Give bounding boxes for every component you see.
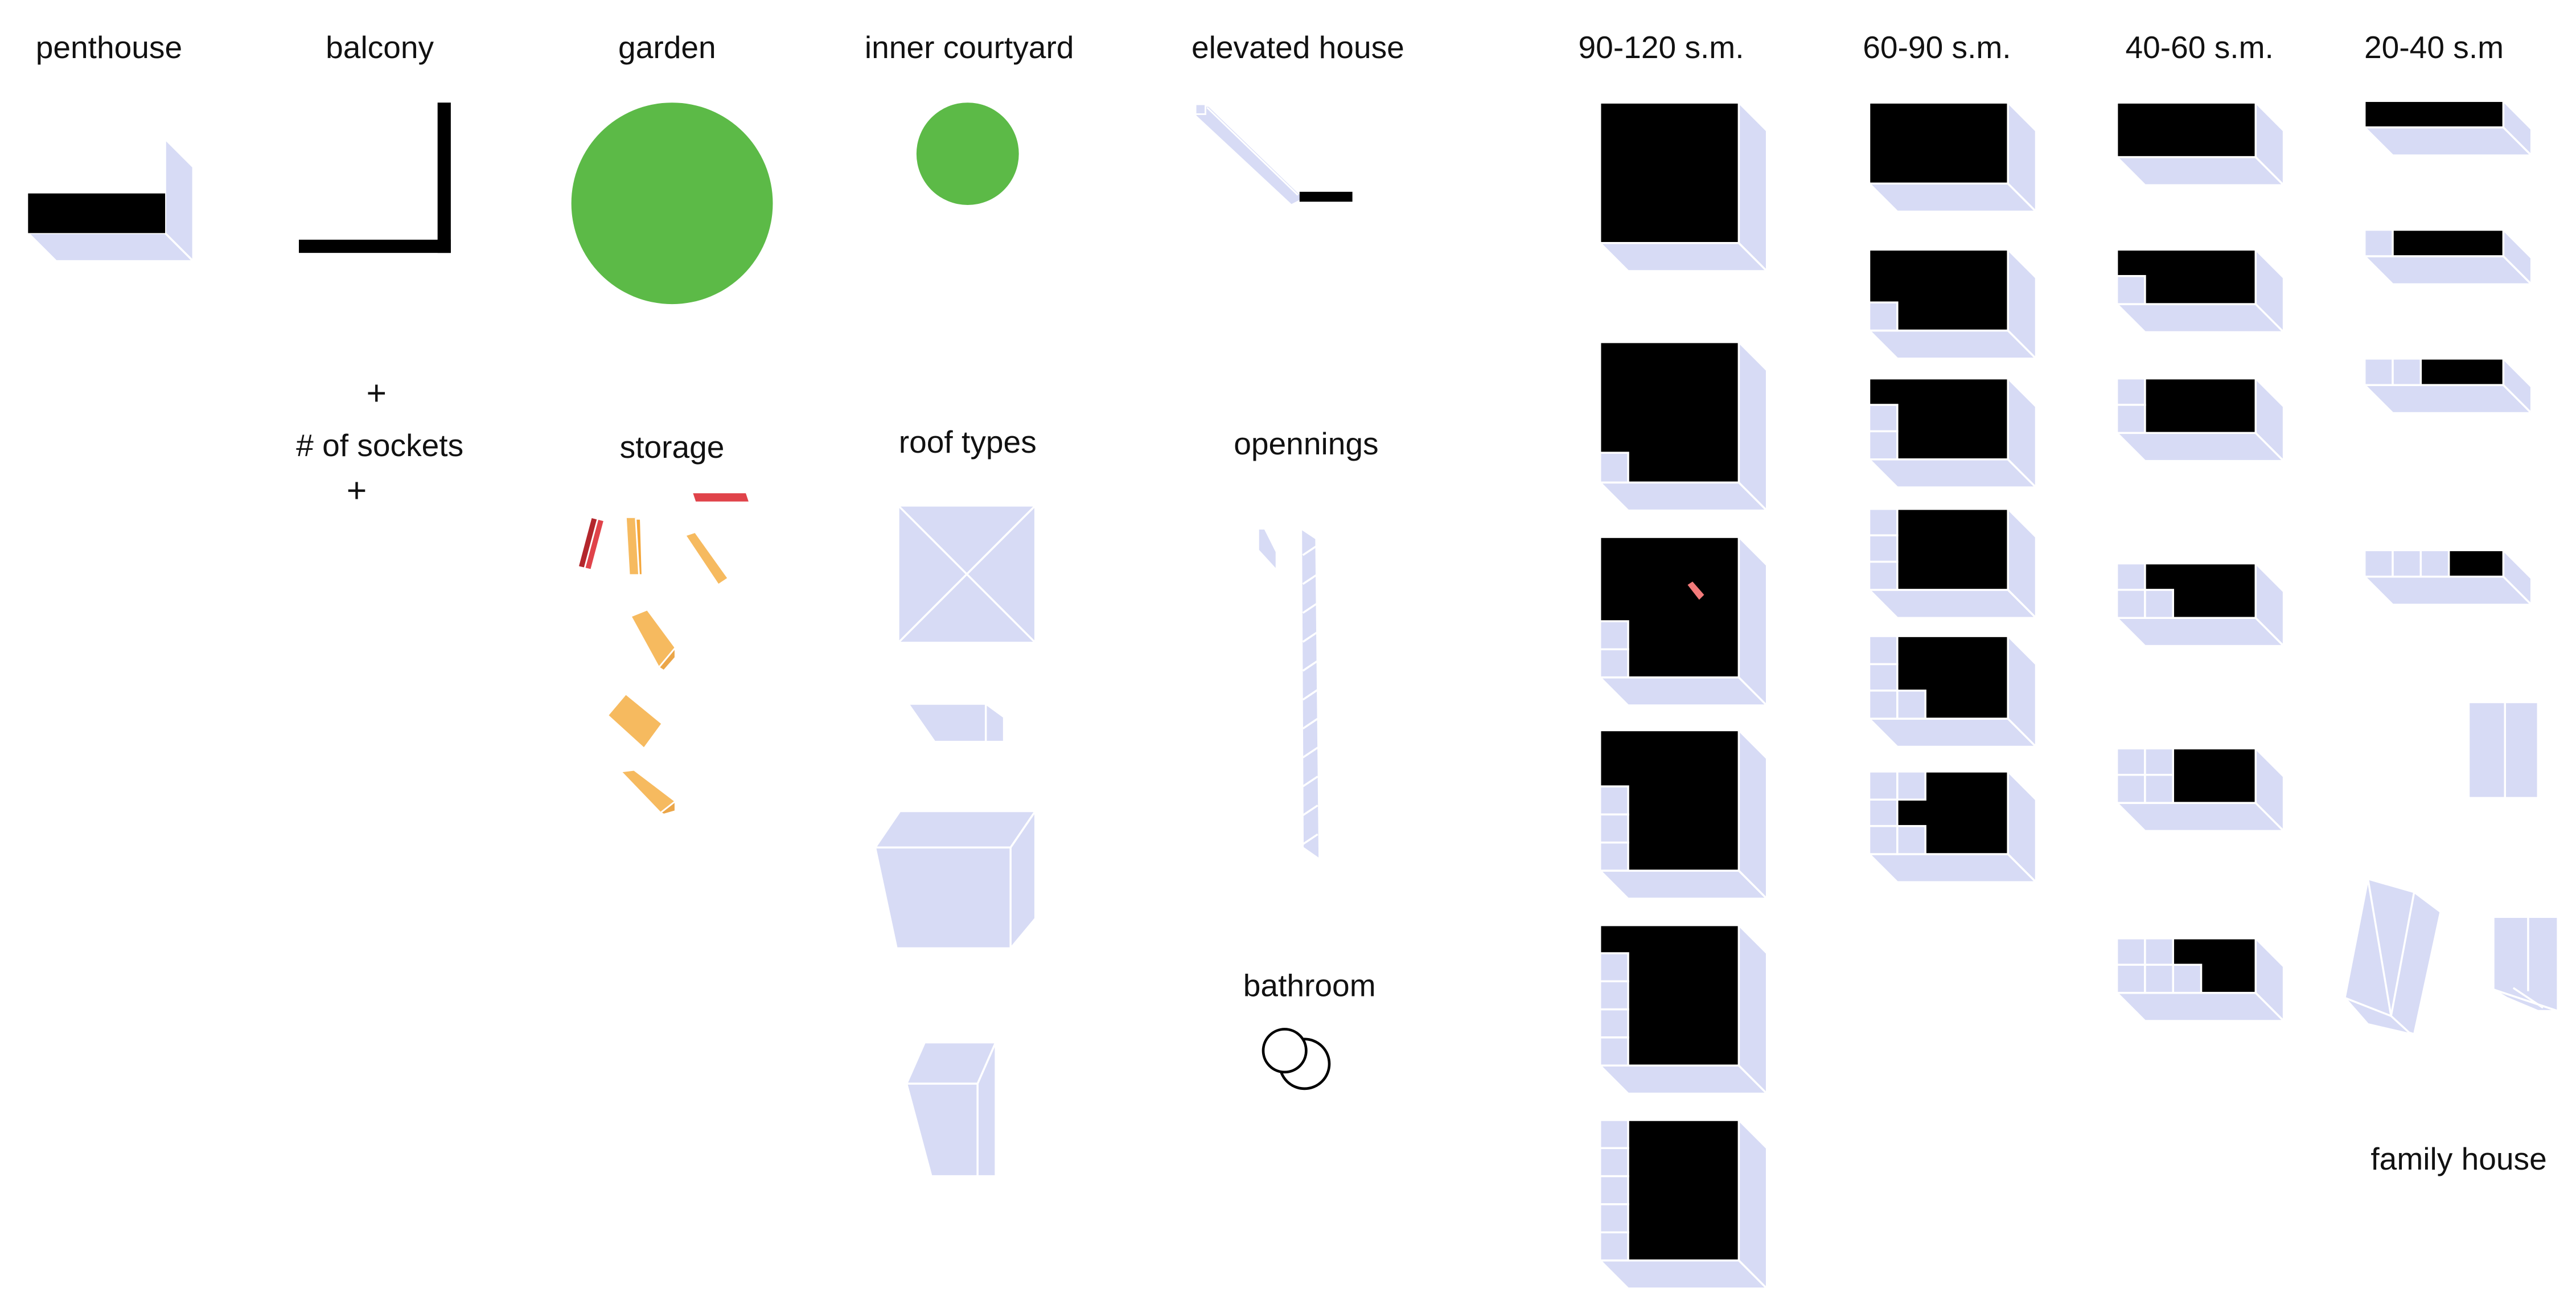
- unit-90-120-c: [1597, 534, 1769, 708]
- label-size-40-60: 40-60 s.m.: [2125, 30, 2273, 65]
- label-plus-bottom: +: [347, 471, 367, 510]
- label-openings: opennings: [1234, 426, 1378, 461]
- unit-40-60-d: [2114, 561, 2286, 649]
- opening-tick: [1302, 602, 1318, 614]
- unit-60-90-b: [1867, 247, 2039, 361]
- label-penthouse: penthouse: [36, 30, 182, 65]
- opening-tick: [1302, 573, 1318, 585]
- label-size-90-120: 90-120 s.m.: [1579, 30, 1744, 65]
- opening-tick: [1302, 804, 1318, 817]
- opening-strip-icons: [1257, 527, 1321, 861]
- opening-tick: [1302, 544, 1318, 556]
- labels: penthouse balcony garden inner courtyard…: [36, 30, 2547, 1176]
- unit-90-120-a: [1597, 100, 1769, 274]
- opening-tick: [1302, 747, 1318, 758]
- unit-90-120-f: [1597, 1117, 1769, 1291]
- label-roof-types: roof types: [899, 424, 1037, 460]
- opening-tick: [1302, 833, 1318, 846]
- unit-60-90-d: [1867, 506, 2039, 621]
- unit-60-90-f: [1867, 769, 2039, 885]
- label-garden: garden: [618, 30, 716, 65]
- unit-90-120-d: [1597, 728, 1769, 901]
- unit-20-40-c: [2362, 356, 2534, 416]
- label-plus-top: +: [367, 374, 387, 412]
- label-storage: storage: [620, 429, 725, 465]
- label-family-house: family house: [2370, 1141, 2546, 1176]
- opening-tick: [1302, 776, 1318, 787]
- family-house-icons: [2344, 701, 2559, 1036]
- bathroom-fixture-icon: [1262, 1028, 1331, 1090]
- unit-40-60-b: [2114, 247, 2286, 335]
- unit-40-60-c: [2114, 376, 2286, 464]
- label-balcony: balcony: [326, 30, 434, 65]
- opening-tick: [1302, 660, 1318, 672]
- label-elevated-house: elevated house: [1192, 30, 1404, 65]
- unit-60-90-c: [1867, 376, 2039, 490]
- label-bathroom: bathroom: [1243, 967, 1376, 1003]
- unit-90-120-b: [1597, 339, 1769, 513]
- label-size-20-40: 20-40 s.m: [2364, 30, 2504, 65]
- courtyard-circle-icon: [916, 102, 1019, 206]
- unit-90-120-e: [1597, 922, 1769, 1096]
- unit-60-90-e: [1867, 633, 2039, 749]
- unit-40-60-f: [2114, 936, 2286, 1024]
- unit-60-90-a: [1867, 100, 2039, 214]
- unit-40-60-e: [2114, 746, 2286, 834]
- unit-20-40-a: [2362, 99, 2534, 158]
- elevated-house-ramp-icon: [1194, 103, 1353, 206]
- unit-modules: [1597, 99, 2534, 1291]
- storage-box-icons: [577, 491, 751, 815]
- label-sockets: # of sockets: [296, 428, 463, 463]
- unit-20-40-b: [2362, 227, 2534, 287]
- opening-tick: [1302, 717, 1318, 729]
- opening-tick: [1302, 688, 1318, 701]
- penthouse-block-icon: [26, 136, 196, 264]
- balcony-railing-icon: [299, 102, 451, 253]
- unit-40-60-a: [2114, 100, 2286, 188]
- label-inner-courtyard: inner courtyard: [865, 30, 1074, 65]
- unit-20-40-d: [2362, 548, 2534, 608]
- roof-type-icons: [873, 505, 1037, 1178]
- opening-tick: [1302, 631, 1318, 643]
- label-size-60-90: 60-90 s.m.: [1863, 30, 2011, 65]
- garden-circle-icon: [571, 102, 773, 305]
